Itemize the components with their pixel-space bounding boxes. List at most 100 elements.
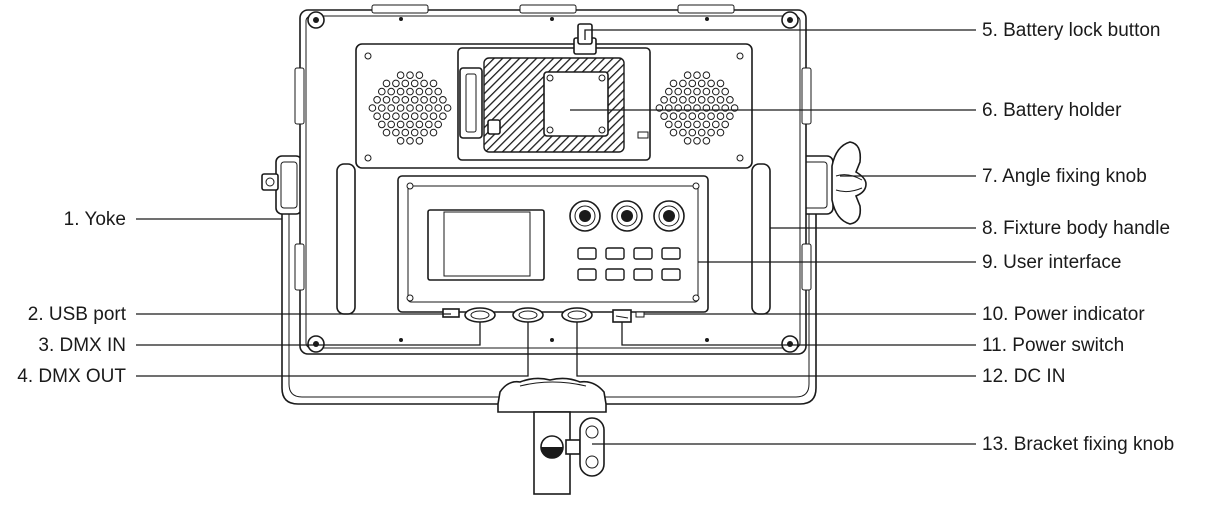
vent-hole: [688, 112, 697, 120]
vent-hole: [392, 112, 400, 120]
vent-hole: [702, 137, 711, 145]
vent-hole: [410, 128, 419, 137]
vent-hole: [683, 71, 692, 79]
leader-dc-in: [576, 322, 976, 377]
vent-hole: [716, 112, 725, 120]
dmx-out-port-icon: [512, 307, 544, 323]
vent-hole: [396, 120, 405, 129]
vent-hole: [697, 79, 706, 88]
vent-hole: [679, 128, 687, 137]
vent-hole: [429, 112, 438, 120]
vent-hole: [420, 128, 428, 137]
label-yoke: 1. Yoke: [64, 209, 126, 230]
vent-hole: [721, 87, 730, 96]
vent-hole: [401, 96, 410, 104]
vent-hole: [415, 104, 424, 112]
vent-hole: [665, 120, 673, 129]
vent-hole: [401, 79, 410, 88]
vent-hole: [693, 71, 701, 79]
vent-hole: [392, 96, 400, 104]
control-button: [661, 268, 681, 281]
vent-hole: [425, 120, 433, 129]
vent-hole: [674, 87, 683, 96]
vent-hole: [420, 112, 428, 120]
vent-hole: [702, 87, 711, 96]
control-button: [633, 268, 653, 281]
vent-hole: [396, 87, 405, 96]
label-battery-lock-button: 5. Battery lock button: [982, 20, 1161, 41]
label-fixture-body-handle: 8. Fixture body handle: [982, 218, 1170, 239]
vent-hole: [429, 79, 438, 88]
vent-hole: [669, 112, 678, 120]
vent-hole: [406, 137, 414, 145]
leader-battery-lock: [584, 29, 976, 40]
vent-hole: [420, 79, 428, 88]
vent-hole: [726, 112, 734, 120]
vent-hole: [425, 104, 433, 112]
label-bracket-fixing-knob: 13. Bracket fixing knob: [982, 434, 1174, 455]
vent-hole: [707, 96, 715, 104]
callout-labels: 1. Yoke 2. USB port 3. DMX IN 4. DMX OUT…: [17, 20, 1174, 455]
vent-hole: [688, 96, 697, 104]
vent-hole: [396, 71, 405, 79]
label-power-switch: 11. Power switch: [982, 335, 1124, 356]
vent-hole: [382, 112, 391, 120]
battery-holder: [457, 37, 651, 161]
vent-hole: [425, 87, 433, 96]
leader-power-switch: [621, 322, 976, 346]
control-button: [661, 247, 681, 260]
vent-hole: [368, 104, 377, 112]
power-indicator-icon: [635, 311, 645, 318]
vent-hole: [697, 128, 706, 137]
leader-dmx-out: [136, 322, 529, 377]
control-knob-center: [579, 210, 591, 222]
vent-hole: [683, 87, 692, 96]
control-knob-center: [663, 210, 675, 222]
leader-dmx-in: [136, 322, 481, 346]
vent-hole: [434, 104, 443, 112]
vent-hole: [401, 112, 410, 120]
vent-hole: [665, 87, 673, 96]
vent-hole: [406, 120, 414, 129]
vent-hole: [697, 96, 706, 104]
vent-hole: [702, 120, 711, 129]
vent-hole: [693, 87, 701, 96]
usb-port-icon: [442, 308, 460, 318]
vent-hole: [669, 96, 678, 104]
vent-hole: [674, 120, 683, 129]
control-button: [577, 268, 597, 281]
vent-hole: [378, 120, 386, 129]
vent-hole: [406, 87, 414, 96]
leader-lines: [136, 29, 976, 445]
vent-hole: [439, 112, 447, 120]
vent-hole: [410, 79, 419, 88]
vent-hole: [683, 137, 692, 145]
vent-hole: [721, 120, 730, 129]
vent-hole: [378, 87, 386, 96]
vent-hole: [688, 128, 697, 137]
vent-hole: [406, 71, 414, 79]
ports-strip: [442, 307, 645, 323]
vent-hole: [387, 104, 396, 112]
vent-hole: [420, 96, 428, 104]
vent-hole: [712, 87, 720, 96]
vent-hole: [396, 104, 405, 112]
power-switch-icon: [612, 309, 632, 323]
bracket-fixing-knob-icon: [579, 417, 605, 477]
vent-hole: [688, 79, 697, 88]
control-buttons: [577, 247, 681, 281]
vent-hole: [707, 112, 715, 120]
vent-hole: [439, 96, 447, 104]
vent-hole: [716, 96, 725, 104]
vent-hole: [693, 137, 701, 145]
angle-fixing-knob-icon: [831, 141, 867, 225]
control-button: [605, 268, 625, 281]
vent-hole: [679, 79, 687, 88]
vent-grille-left: [368, 71, 452, 145]
vent-hole: [660, 112, 668, 120]
vent-hole: [434, 120, 443, 129]
control-knob-center: [621, 210, 633, 222]
dc-in-port-icon: [561, 307, 593, 323]
vent-hole: [726, 96, 734, 104]
